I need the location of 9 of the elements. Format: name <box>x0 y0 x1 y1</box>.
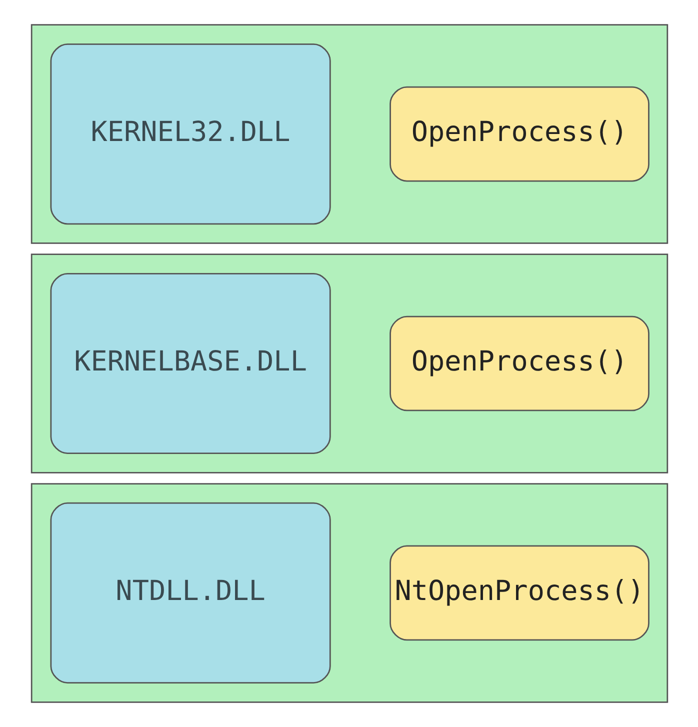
node-box: NtOpenProcess() <box>389 545 649 641</box>
cluster <box>30 254 668 474</box>
cluster <box>30 483 668 703</box>
cluster <box>30 24 668 244</box>
node-box: KERNELBASE.DLL <box>50 272 330 454</box>
node-box: NTDLL.DLL <box>50 502 330 684</box>
node-box: OpenProcess() <box>389 316 649 412</box>
node-box: KERNEL32.DLL <box>50 44 330 225</box>
node-box: OpenProcess() <box>389 86 649 182</box>
